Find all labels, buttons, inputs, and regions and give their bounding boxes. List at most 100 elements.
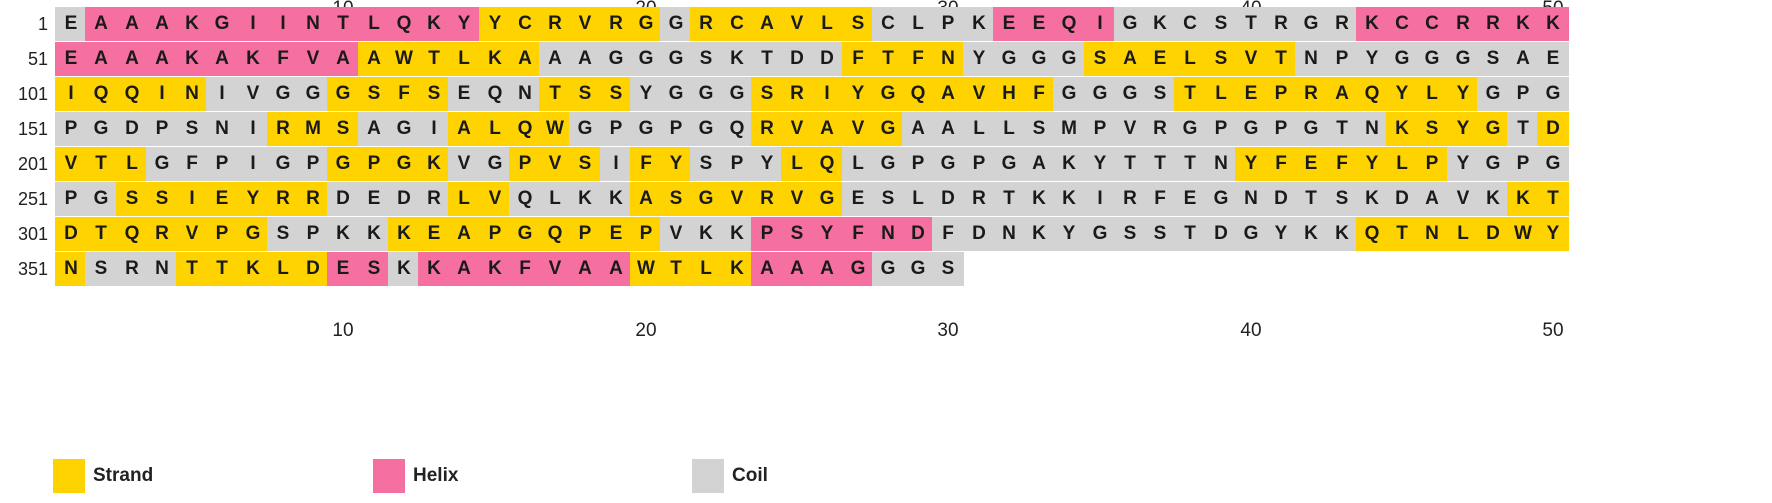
residue-cell-coil: K (1356, 182, 1388, 216)
residue-cell-coil: G (600, 42, 632, 76)
legend-item-strand: Strand (53, 459, 253, 493)
residue-cell-coil: I (237, 112, 269, 146)
residue-cell-coil: T (1174, 147, 1206, 181)
residue-cell-strand: S (1205, 42, 1237, 76)
residue-cell-strand: N (176, 77, 208, 111)
residue-cell-coil: S (267, 217, 299, 251)
residue-cell-strand: Y (1235, 147, 1267, 181)
residue-cell-coil: G (1114, 7, 1146, 41)
residue-cell-strand: S (146, 182, 178, 216)
residue-cell-strand: I (811, 77, 843, 111)
residue-cell-strand: G (237, 217, 269, 251)
residue-cell-coil: N (1235, 182, 1267, 216)
residue-cell-strand: S (842, 7, 874, 41)
residue-cell-coil: D (932, 182, 964, 216)
residue-cell-coil: I (1084, 182, 1116, 216)
residue-cell-coil: L (902, 7, 934, 41)
residue-cell-helix: A (600, 252, 632, 286)
residue-cell-coil: E (55, 7, 87, 41)
residue-cell-strand: T (418, 42, 450, 76)
residue-cell-strand: S (569, 77, 601, 111)
residue-cell-coil: G (1537, 147, 1569, 181)
residue-cell-strand: T (1537, 182, 1569, 216)
residue-cell-coil: P (1326, 42, 1358, 76)
residue-cell-coil: P (55, 182, 87, 216)
residue-cell-strand: W (539, 112, 571, 146)
residue-cell-strand: F (902, 42, 934, 76)
residue-cell-coil: G (1174, 112, 1206, 146)
residue-cell-strand: E (1295, 147, 1327, 181)
residue-cell-coil: V (1114, 112, 1146, 146)
residue-cell-helix: F (842, 217, 874, 251)
residue-cell-strand: L (267, 252, 299, 286)
residue-cell-coil: S (1144, 77, 1176, 111)
residue-cell-helix: A (448, 252, 480, 286)
residue-cell-helix: A (116, 42, 148, 76)
residue-cell-coil: S (932, 252, 964, 286)
residue-cell-strand: S (569, 147, 601, 181)
residue-cell-coil: I (206, 77, 238, 111)
residue-cell-coil: S (1023, 112, 1055, 146)
residue-cell-helix: A (327, 42, 359, 76)
residue-cell-coil: F (176, 147, 208, 181)
residue-cell-coil: A (358, 112, 390, 146)
residue-cell-coil: G (1235, 112, 1267, 146)
residue-cell-coil: N (993, 217, 1025, 251)
residue-cell-coil: G (146, 147, 178, 181)
residue-cell-coil: G (690, 77, 722, 111)
residue-cell-coil: I (418, 112, 450, 146)
residue-cell-strand: Q (1356, 77, 1388, 111)
residue-cell-coil: S (176, 112, 208, 146)
row-start-label: 51 (27, 49, 48, 69)
residue-cell-coil: T (1114, 147, 1146, 181)
residue-cell-coil: R (963, 182, 995, 216)
residue-cell-strand: K (721, 252, 753, 286)
residue-cell-coil: A (1416, 182, 1448, 216)
residue-cell-strand: A (811, 112, 843, 146)
residue-cell-strand: V (539, 147, 571, 181)
row-start-label: 1 (37, 14, 48, 34)
residue-cell-strand: R (267, 112, 299, 146)
residue-cell-coil: L (539, 182, 571, 216)
residue-cell-strand: S (1084, 42, 1116, 76)
residue-cell-strand: Y (1386, 77, 1418, 111)
residue-cell-helix: Q (1053, 7, 1085, 41)
residue-cell-strand: L (1447, 217, 1479, 251)
residue-cell-strand: A (932, 77, 964, 111)
residue-cell-strand: L (1416, 77, 1448, 111)
residue-cell-coil: K (1295, 217, 1327, 251)
residue-cell-coil: P (660, 112, 692, 146)
residue-cell-helix: E (327, 252, 359, 286)
residue-cell-strand: F (842, 42, 874, 76)
residue-cell-helix: R (1447, 7, 1479, 41)
residue-cell-coil: G (1053, 77, 1085, 111)
residue-cell-coil: S (690, 147, 722, 181)
residue-cell-strand: P (509, 147, 541, 181)
residue-cell-coil: E (1537, 42, 1569, 76)
residue-cell-coil: T (993, 182, 1025, 216)
residue-cell-coil: K (1144, 7, 1176, 41)
residue-cell-strand: R (1295, 77, 1327, 111)
residue-cell-strand: F (1265, 147, 1297, 181)
residue-cell-coil: K (358, 217, 390, 251)
residue-cell-strand: Y (842, 77, 874, 111)
residue-cell-coil: G (932, 147, 964, 181)
legend-swatch (53, 459, 85, 493)
residue-cell-coil: Y (1265, 217, 1297, 251)
residue-cell-strand: D (1537, 112, 1569, 146)
residue-cell-strand: V (479, 182, 511, 216)
residue-cell-coil: R (1144, 112, 1176, 146)
residue-cell-coil: G (872, 147, 904, 181)
residue-cell-strand: G (872, 112, 904, 146)
residue-cell-coil: D (1205, 217, 1237, 251)
residue-cell-coil: P (55, 112, 87, 146)
residue-cell-coil: L (993, 112, 1025, 146)
residue-cell-strand: V (842, 112, 874, 146)
residue-cell-coil: R (418, 182, 450, 216)
residue-cell-strand: G (811, 182, 843, 216)
residue-cell-strand: P (206, 217, 238, 251)
residue-cell-helix: I (1084, 7, 1116, 41)
residue-cell-strand: F (1326, 147, 1358, 181)
residue-cell-strand: V (721, 182, 753, 216)
residue-cell-helix: A (811, 252, 843, 286)
